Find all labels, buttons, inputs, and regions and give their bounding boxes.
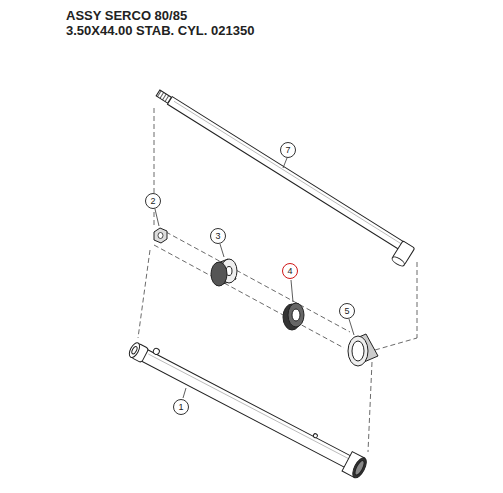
callout-number: 2: [150, 197, 155, 206]
hex-nut: [154, 228, 167, 243]
callout-number: 1: [178, 403, 183, 412]
assembly-line: [138, 108, 417, 452]
gland: [348, 334, 378, 366]
callout-circle: 4: [282, 263, 298, 279]
callout-number: 4: [287, 267, 292, 276]
callout-number: 7: [285, 146, 290, 155]
piston-rod: [148, 89, 414, 268]
callout-circle: 2: [145, 193, 161, 209]
callout-circle: 3: [210, 228, 226, 244]
callout-number: 5: [344, 307, 349, 316]
callout-circle: 7: [280, 142, 296, 158]
callout-circle: 5: [339, 303, 355, 319]
callout-number: 3: [215, 232, 220, 241]
leader-line: [155, 158, 354, 398]
cylinder-barrel: [126, 338, 370, 480]
seal: [283, 303, 304, 330]
assembly-title: ASSY SERCO 80/85 3.50X44.00 STAB. CYL. 0…: [66, 8, 256, 38]
callout-circle: 1: [173, 399, 189, 415]
piston: [211, 259, 237, 286]
